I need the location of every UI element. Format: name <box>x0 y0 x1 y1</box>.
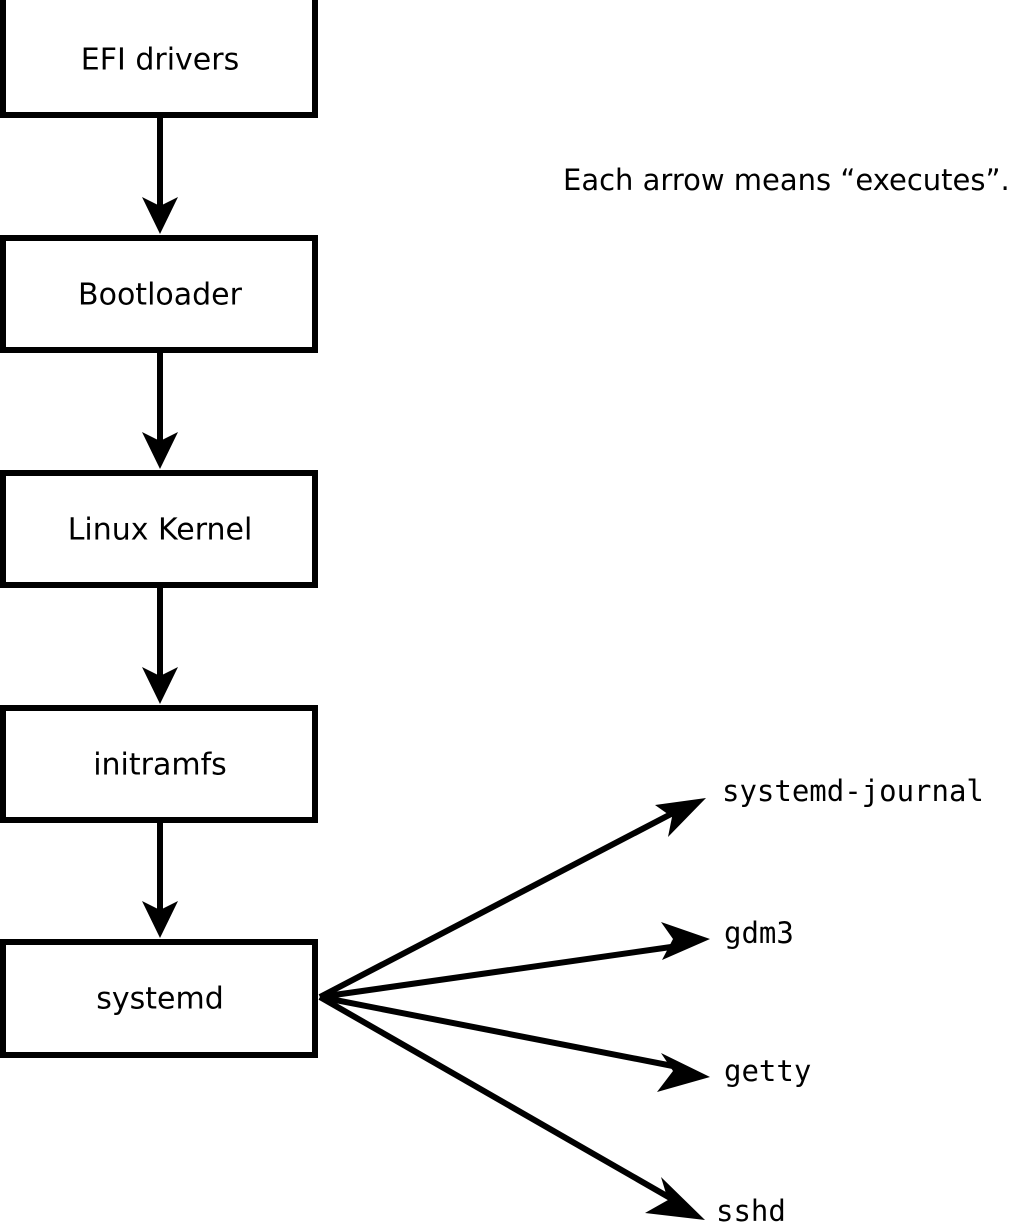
fanout-arrow-systemd-journal <box>318 798 706 1000</box>
arrowhead-down-icon <box>142 197 178 234</box>
arrowhead-down-icon <box>142 667 178 704</box>
stage-box-efi-drivers-label: EFI drivers <box>81 43 239 78</box>
flow-arrow-bootloader-to-kernel <box>142 353 178 469</box>
stage-box-systemd[interactable]: systemd <box>0 939 318 1058</box>
stage-box-bootloader[interactable]: Bootloader <box>0 235 318 353</box>
fanout-arrow-systemd-journal-line <box>318 810 675 1000</box>
fanout-arrow-gdm3 <box>319 922 710 1000</box>
boot-chain-group: EFI drivers Bootloader Linux Kernel init… <box>0 0 318 1058</box>
stage-box-bootloader-rect <box>0 235 318 353</box>
flow-arrow-efi-to-bootloader <box>142 118 178 234</box>
stage-box-linux-kernel-rect <box>0 470 318 588</box>
arrowhead-down-icon <box>142 901 178 938</box>
stage-box-systemd-rect <box>0 939 318 1058</box>
stage-box-efi-drivers[interactable]: EFI drivers <box>0 0 318 118</box>
flow-arrow-initramfs-to-systemd <box>142 823 178 938</box>
stage-box-linux-kernel[interactable]: Linux Kernel <box>0 470 318 588</box>
stage-box-initramfs-label: initramfs <box>93 748 227 783</box>
arrowhead-down-icon <box>142 432 178 469</box>
service-label-gdm3[interactable]: gdm3 <box>724 916 794 950</box>
fanout-arrow-gdm3-line <box>319 943 679 1000</box>
stage-box-initramfs[interactable]: initramfs <box>0 705 318 823</box>
fanout-arrow-sshd-line <box>318 994 674 1202</box>
fanout-arrows-group <box>318 798 710 1220</box>
service-labels-group: systemd-journal gdm3 getty sshd <box>716 774 984 1228</box>
stage-box-initramfs-rect <box>0 705 318 823</box>
arrowhead-icon <box>655 798 706 837</box>
stage-box-linux-kernel-label: Linux Kernel <box>68 513 253 548</box>
flow-arrows-group <box>142 118 178 938</box>
arrowhead-icon <box>657 1053 710 1092</box>
fanout-arrow-getty-line <box>319 994 679 1070</box>
fanout-arrow-getty <box>319 994 710 1092</box>
fanout-arrow-sshd <box>318 994 705 1220</box>
flow-arrow-kernel-to-initramfs <box>142 588 178 704</box>
diagram-caption: Each arrow means “executes”. <box>563 163 1010 197</box>
stage-box-systemd-label: systemd <box>96 982 224 1017</box>
stage-box-bootloader-label: Bootloader <box>78 278 243 313</box>
service-label-sshd[interactable]: sshd <box>716 1194 786 1228</box>
service-label-systemd-journal[interactable]: systemd-journal <box>722 774 984 808</box>
arrowhead-icon <box>661 922 710 960</box>
service-label-getty[interactable]: getty <box>724 1054 811 1088</box>
stage-box-efi-drivers-rect <box>0 0 318 118</box>
arrowhead-icon <box>645 1177 705 1220</box>
